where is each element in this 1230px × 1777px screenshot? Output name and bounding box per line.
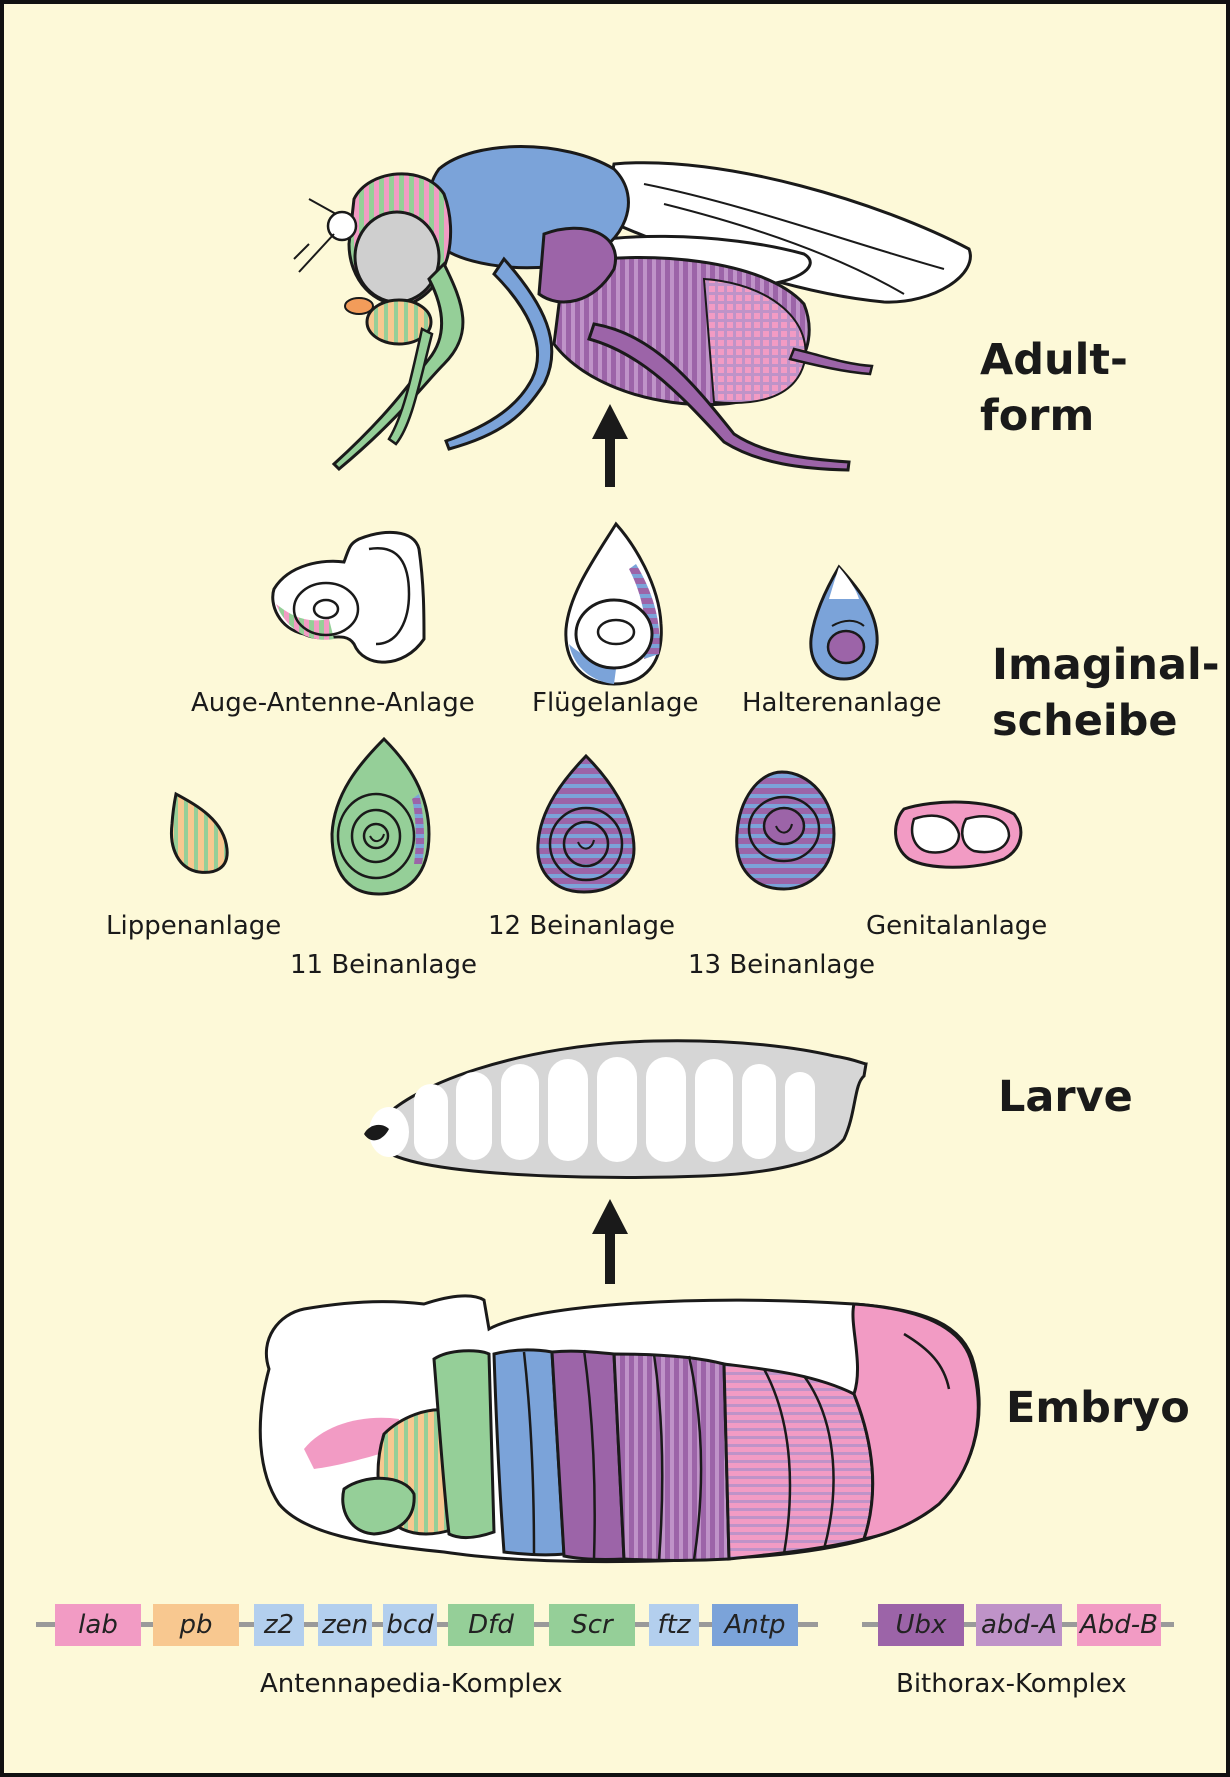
adult-fly (293, 145, 972, 472)
gene-Scr: Scr (549, 1604, 635, 1646)
disc-lip (169, 791, 229, 874)
label-leg2-disc: 12 Beinanlage (488, 911, 675, 941)
label-antennapedia-complex: Antennapedia-Komplex (260, 1669, 563, 1699)
disc-wing (564, 521, 663, 686)
disc-leg-1 (330, 736, 431, 896)
label-leg3-disc: 13 Beinanlage (688, 950, 875, 980)
disc-haltere (809, 564, 879, 681)
label-wing-disc: Flügelanlage (532, 688, 699, 718)
embryo (258, 1294, 981, 1564)
disc-genital (894, 800, 1023, 869)
disc-leg-2 (536, 753, 636, 894)
disc-eye-antenna (271, 530, 426, 664)
larva (364, 1039, 868, 1179)
label-bithorax-complex: Bithorax-Komplex (896, 1669, 1127, 1699)
stage-label-imaginal: Imaginal- scheibe (992, 640, 1220, 746)
label-haltere-disc: Halterenanlage (742, 688, 942, 718)
fly-leg-1 (331, 261, 465, 472)
disc-leg-3 (735, 770, 836, 891)
gene-zen: zen (318, 1604, 372, 1646)
gene-bcd: bcd (383, 1604, 437, 1646)
fly-eye (353, 210, 441, 304)
stage-label-larva: Larve (998, 1072, 1133, 1122)
gene-ftz: ftz (649, 1604, 699, 1646)
gene-z2: z2 (254, 1604, 304, 1646)
gene-Abd-B: Abd-B (1077, 1604, 1161, 1646)
gene-Dfd: Dfd (448, 1604, 534, 1646)
gene-lab: lab (55, 1604, 141, 1646)
stage-label-embryo: Embryo (1006, 1383, 1190, 1433)
fly-leg-2 (444, 256, 554, 451)
fly-proboscis (365, 298, 433, 346)
label-leg1-disc: 11 Beinanlage (290, 950, 477, 980)
arrow-up-adult (592, 404, 628, 487)
gene-Antp: Antp (712, 1604, 798, 1646)
illustration-canvas (36, 145, 1174, 1627)
gene-pb: pb (153, 1604, 239, 1646)
label-lip-disc: Lippenanlage (106, 911, 282, 941)
gene-Ubx: Ubx (878, 1604, 964, 1646)
arrow-up-larva (592, 1199, 628, 1284)
stage-label-adult: Adult- form (980, 335, 1128, 441)
fly-leg-3 (587, 322, 851, 472)
label-genital-disc: Genitalanlage (866, 911, 1048, 941)
label-eye-antenna-disc: Auge-Antenne-Anlage (191, 688, 475, 718)
gene-abd-A: abd-A (976, 1604, 1062, 1646)
